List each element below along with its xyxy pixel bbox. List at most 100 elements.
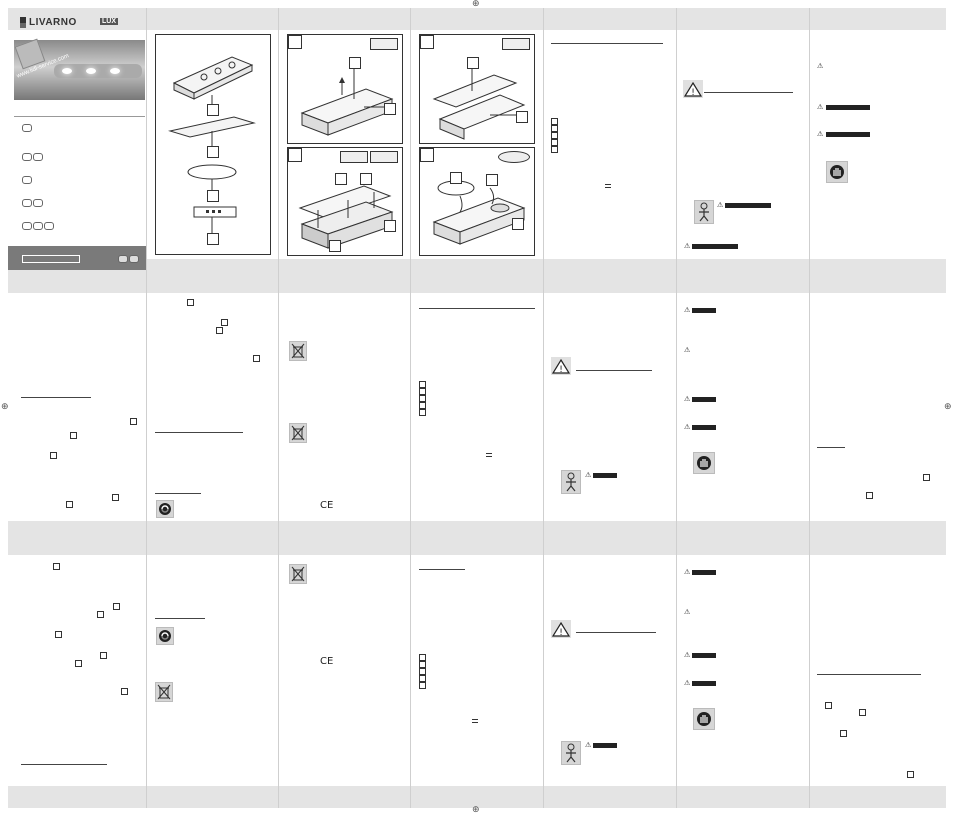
child-warning-icon: [561, 470, 581, 494]
item-reference-box: [866, 492, 873, 499]
ce-mark: CE: [320, 500, 334, 511]
warning-label-bar: [692, 570, 716, 575]
step-thumb: [502, 38, 530, 50]
item-reference-box: [419, 402, 426, 409]
callout-number: [360, 173, 372, 185]
svg-text:!: !: [691, 88, 695, 98]
bottom-band: [8, 786, 946, 808]
crop-mark: ⊕: [472, 0, 480, 9]
cover-footer-bar: [8, 246, 146, 270]
diagram-step-b: [419, 34, 535, 144]
warning-label-bar: [692, 653, 716, 658]
language-flag: [33, 222, 43, 230]
step-thumb: [340, 151, 368, 163]
step-d-illustration: [432, 180, 526, 245]
callout-number: [486, 174, 498, 186]
item-reference-box: [825, 702, 832, 709]
language-flag: [22, 153, 32, 161]
warning-label-bar: [593, 473, 617, 478]
diagram-step-a: [287, 34, 403, 144]
hand-icon: [693, 708, 715, 730]
warning-label-bar: [692, 397, 716, 402]
item-reference-box: [923, 474, 930, 481]
brand-logo: LIVARNO LUX: [20, 17, 120, 29]
step-number: [288, 148, 302, 162]
top-band: [8, 8, 946, 30]
callout-number: [384, 220, 396, 232]
warning-triangle-icon: ⚠: [717, 202, 724, 209]
warning-triangle-icon: ⚠: [684, 347, 691, 354]
language-flag: [22, 222, 32, 230]
crossed-bin-icon: [155, 682, 173, 702]
section-heading-rule: [155, 432, 243, 433]
warning-triangle-icon: ⚠: [684, 652, 691, 659]
warning-label-bar: [692, 244, 738, 249]
section-heading-rule: [155, 493, 201, 494]
language-flag: [33, 199, 43, 207]
warning-triangle-icon: ⚠: [684, 680, 691, 687]
item-reference-box: [551, 139, 558, 146]
warning-triangle-icon: ⚠: [684, 396, 691, 403]
step-c-illustration: [298, 185, 394, 249]
crossed-bin-icon: [289, 341, 307, 361]
callout-number: [450, 172, 462, 184]
warning-triangle-icon: ⚠: [817, 104, 824, 111]
item-reference-box: [419, 388, 426, 395]
callout-number: [335, 173, 347, 185]
callout-number: [384, 103, 396, 115]
section-heading-rule: [419, 569, 465, 570]
callout-number: [207, 233, 219, 245]
callout-number: [207, 190, 219, 202]
item-reference-box: [50, 452, 57, 459]
language-flag: [44, 222, 54, 230]
item-reference-box: [66, 501, 73, 508]
svg-text:!: !: [559, 628, 563, 638]
dc-symbol: [486, 453, 492, 457]
dc-symbol: [472, 719, 478, 723]
warning-triangle-icon: ⚠: [817, 131, 824, 138]
crossed-bin-icon: [289, 423, 307, 443]
section-heading-rule: [817, 447, 845, 448]
warning-label-bar: [692, 425, 716, 430]
step-thumb: [498, 151, 530, 163]
item-reference-box: [97, 611, 104, 618]
overview-illustration: [168, 56, 256, 233]
hand-icon: [693, 452, 715, 474]
section-heading-rule: [21, 764, 107, 765]
item-reference-box: [70, 432, 77, 439]
fold-line: [809, 8, 810, 808]
fold-line: [146, 8, 147, 808]
cover-photo: www.lidl-service.com: [14, 38, 145, 100]
warning-triangle-icon: !: [683, 80, 703, 98]
item-reference-box: [130, 418, 137, 425]
language-flag: [118, 255, 128, 263]
warning-label-bar: [826, 132, 870, 137]
cover-rule: [14, 116, 145, 117]
item-reference-box: [551, 118, 558, 125]
item-reference-box: [419, 395, 426, 402]
section-heading-rule: [576, 370, 652, 371]
language-flag: [22, 199, 32, 207]
warning-label-bar: [593, 743, 617, 748]
fold-line: [543, 8, 544, 808]
child-warning-icon: [694, 200, 714, 224]
diagram-step-c: [287, 147, 403, 256]
crossed-bin-icon: [289, 564, 307, 584]
warning-label-bar: [692, 308, 716, 313]
crop-mark: ⊕: [1, 402, 9, 412]
dc-symbol: [605, 184, 611, 188]
item-reference-box: [253, 355, 260, 362]
item-reference-box: [551, 132, 558, 139]
warning-triangle-icon: ⚠: [684, 307, 691, 314]
step-number: [420, 148, 434, 162]
callout-number: [207, 104, 219, 116]
callout-number: [467, 57, 479, 69]
child-warning-icon: [561, 741, 581, 765]
item-reference-box: [551, 125, 558, 132]
item-reference-box: [840, 730, 847, 737]
item-reference-box: [419, 654, 426, 661]
section-heading-rule: [551, 43, 663, 44]
warning-label-bar: [826, 105, 870, 110]
item-reference-box: [859, 709, 866, 716]
item-reference-box: [113, 603, 120, 610]
